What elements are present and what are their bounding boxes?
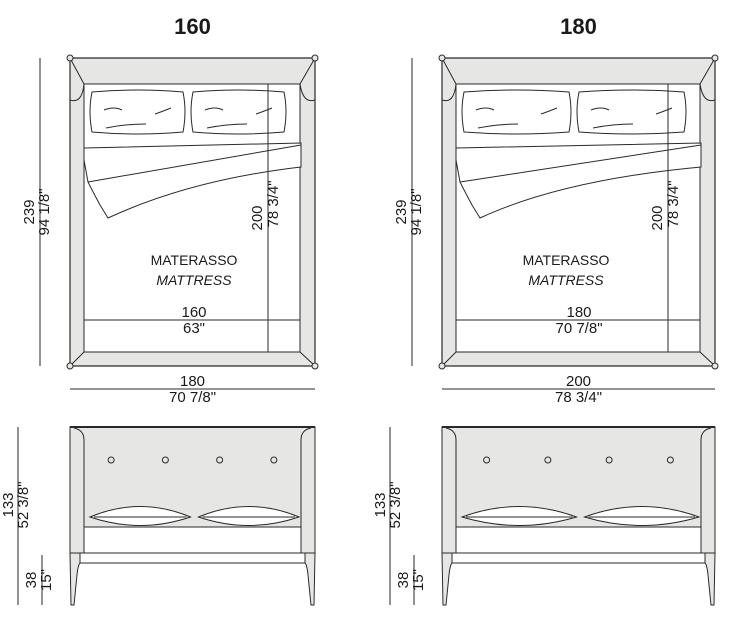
side-panel-edge — [300, 427, 312, 527]
corner-foot — [438, 362, 446, 370]
overall-width-cm: 200 — [566, 373, 591, 390]
tuft-button — [666, 456, 674, 464]
frame-corner-line — [441, 57, 457, 85]
pillow-front — [197, 506, 301, 526]
duvet — [455, 142, 702, 219]
side-panel-edge — [445, 427, 457, 527]
base-rail — [79, 552, 306, 564]
mattress-front — [83, 526, 302, 554]
mattress-width-in: 70 7/8" — [555, 320, 602, 337]
corner-foot — [66, 54, 74, 62]
pillow — [461, 89, 572, 135]
corner-foot — [438, 54, 446, 62]
corner-foot — [711, 362, 719, 370]
leg — [69, 552, 81, 606]
base-height-cm: 38 — [23, 572, 40, 589]
headboard-wing — [699, 83, 716, 102]
tuft-button — [216, 456, 224, 464]
headboard-wing — [299, 83, 316, 102]
duvet — [83, 142, 302, 219]
duvet-fold — [87, 144, 302, 183]
variant-title: 160 — [174, 14, 211, 39]
corner-foot — [311, 54, 319, 62]
tuft-button — [544, 456, 552, 464]
pillow-front — [582, 506, 701, 526]
pillow-front — [88, 506, 192, 526]
height-cm: 133 — [0, 492, 17, 517]
pillow — [190, 89, 287, 135]
pillow — [89, 89, 186, 135]
mattress-width-cm: 180 — [566, 304, 591, 321]
pillow-crease — [590, 107, 673, 129]
mattress-length-cm: 200 — [649, 205, 666, 230]
mattress-length-in: 78 3/4" — [265, 180, 282, 227]
side-panel-edge — [73, 427, 85, 527]
mattress-label: MATERASSO — [151, 252, 238, 268]
leg — [704, 552, 716, 606]
overall-width-in: 70 7/8" — [169, 389, 216, 406]
overall-length-in: 94 1/8" — [408, 188, 425, 235]
tuft-button — [605, 456, 613, 464]
overall-length-cm: 239 — [21, 199, 38, 224]
leg — [304, 552, 316, 606]
pillow — [576, 89, 687, 135]
mattress-label-en: MATTRESS — [156, 272, 232, 288]
headboard-wing — [69, 83, 85, 102]
tuft-button — [483, 456, 491, 464]
corner-foot — [711, 54, 719, 62]
mattress-front — [455, 526, 702, 554]
overall-length-cm: 239 — [393, 199, 410, 224]
pillow-front — [460, 506, 579, 526]
mattress-label: MATERASSO — [523, 252, 610, 268]
frame-corner-line — [699, 57, 716, 85]
base-height-in: 15" — [38, 569, 55, 591]
frame-corner-line — [299, 57, 316, 85]
frame-corner-line — [69, 57, 85, 85]
side-panel-edge — [700, 427, 712, 527]
tuft-button — [107, 456, 115, 464]
base-height-in: 15" — [410, 569, 427, 591]
overall-width-cm: 180 — [180, 373, 205, 390]
overall-length-in: 94 1/8" — [36, 188, 53, 235]
tuft-button — [270, 456, 278, 464]
corner-foot — [311, 362, 319, 370]
height-cm: 133 — [372, 492, 389, 517]
duvet-fold — [459, 144, 702, 183]
base-height-cm: 38 — [395, 572, 412, 589]
height-in: 52 3/8" — [15, 481, 32, 528]
mattress-length-cm: 200 — [249, 205, 266, 230]
tuft-button — [161, 456, 169, 464]
mattress-width-in: 63" — [183, 320, 205, 337]
height-in: 52 3/8" — [387, 481, 404, 528]
leg — [441, 552, 453, 606]
variant-title: 180 — [560, 14, 597, 39]
pillow-crease — [103, 107, 172, 129]
overall-width-in: 78 3/4" — [555, 389, 602, 406]
mattress-label-en: MATTRESS — [528, 272, 604, 288]
pillow-crease — [204, 107, 273, 129]
corner-foot — [66, 362, 74, 370]
pillow-crease — [475, 107, 558, 129]
headboard-wing — [441, 83, 457, 102]
mattress-length-in: 78 3/4" — [665, 180, 682, 227]
base-rail — [451, 552, 706, 564]
mattress-width-cm: 160 — [181, 304, 206, 321]
